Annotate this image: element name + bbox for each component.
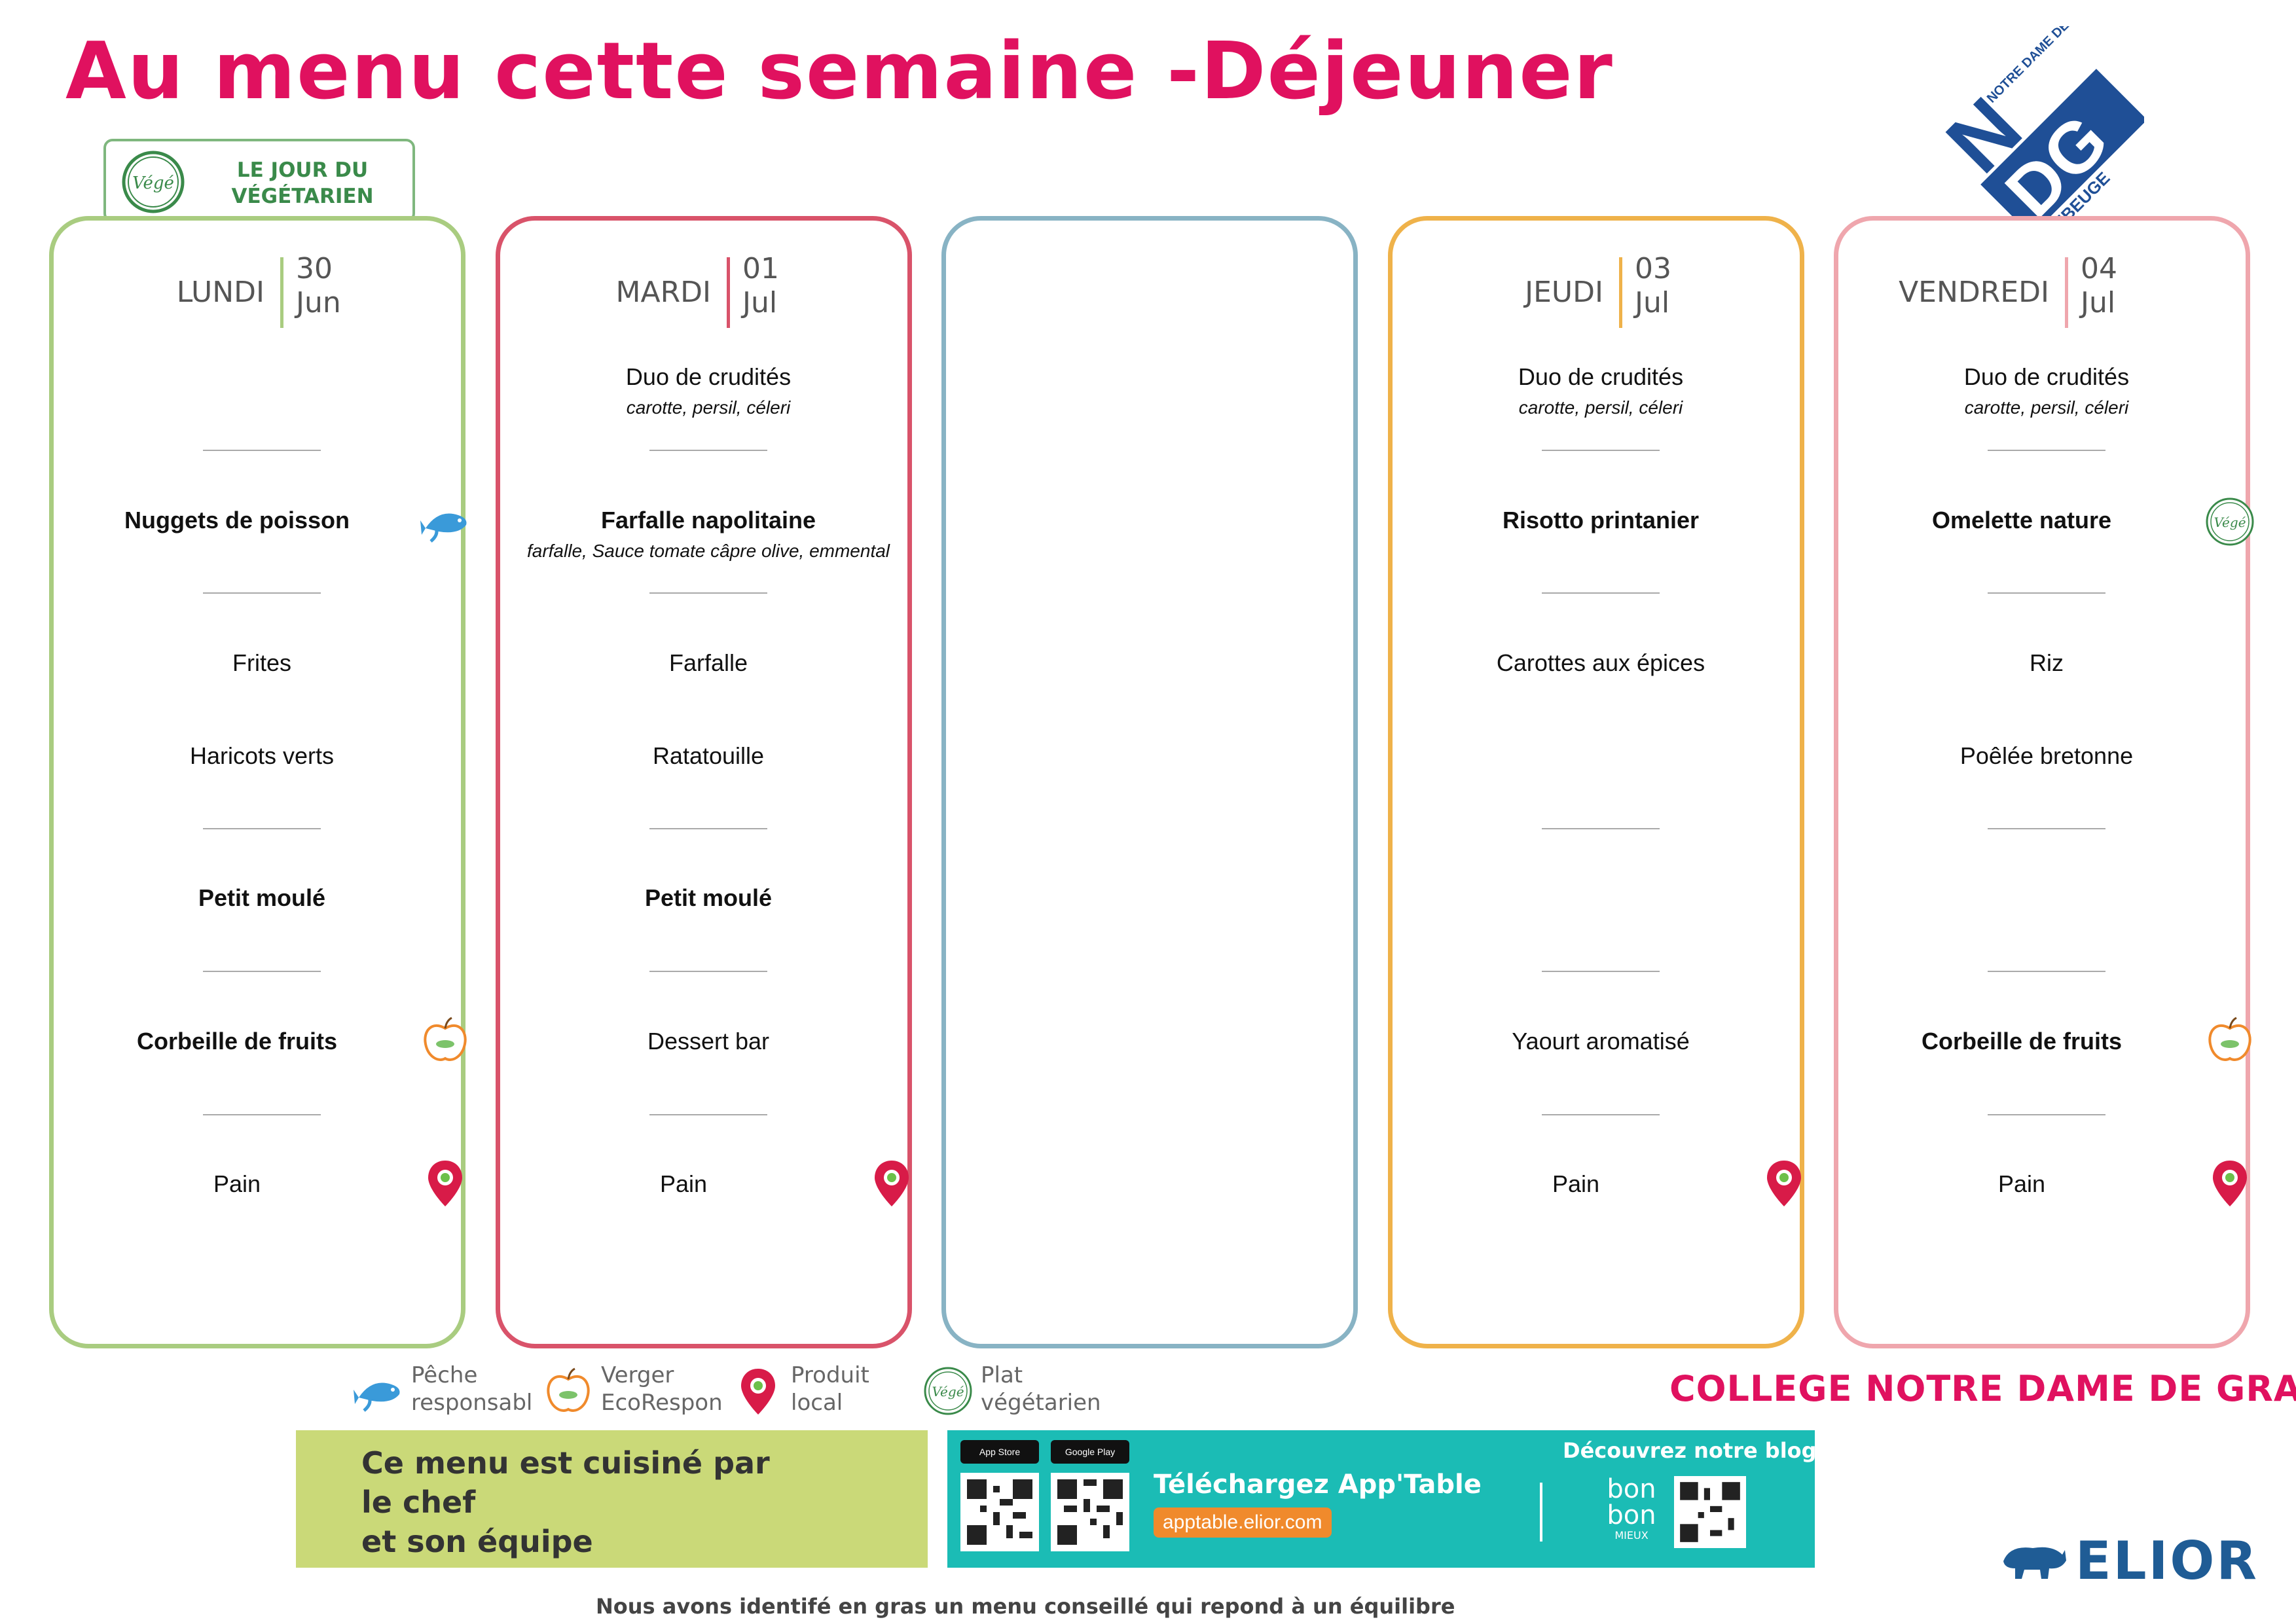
qr-code-icon bbox=[1674, 1476, 1746, 1548]
vege-banner-line1: LE JOUR DU bbox=[236, 158, 369, 182]
page-title: Au menu cette semaine -Déjeuner bbox=[65, 26, 1614, 117]
vege-badge-text: Végé bbox=[132, 173, 174, 193]
vege-banner-line2: VÉGÉTARIEN bbox=[231, 185, 374, 208]
day-number: 04 bbox=[2081, 252, 2117, 285]
app-url-link[interactable]: apptable.elior.com bbox=[1154, 1507, 1332, 1538]
day-name: MARDI bbox=[615, 276, 712, 309]
bonbon-logo: bon bon MIEUX bbox=[1607, 1474, 1656, 1542]
chef-line3: et son équipe bbox=[361, 1524, 593, 1559]
day-number: 30 bbox=[296, 252, 333, 285]
vegetarian-day-banner: Végé LE JOUR DU VÉGÉTARIEN bbox=[103, 139, 415, 223]
apple-icon bbox=[2208, 1017, 2251, 1061]
side-dish-1: Riz bbox=[2030, 649, 2064, 676]
main-dish: Risotto printanier bbox=[1502, 507, 1699, 533]
day-name: VENDREDI bbox=[1899, 276, 2049, 309]
apple-icon bbox=[547, 1367, 590, 1412]
bread: Pain bbox=[659, 1170, 708, 1197]
app-title: Téléchargez App'Table bbox=[1154, 1470, 1482, 1500]
day-month: Jul bbox=[1635, 286, 1670, 319]
side-dish-1: Carottes aux épices bbox=[1496, 649, 1705, 676]
fish-icon bbox=[354, 1382, 400, 1412]
day-month: Jul bbox=[742, 286, 778, 319]
day-number: 01 bbox=[742, 252, 779, 285]
dessert: Dessert bar bbox=[647, 1028, 770, 1055]
chef-line2: le chef bbox=[361, 1485, 476, 1520]
legend-label: végétarien bbox=[981, 1390, 1101, 1416]
local-pin-icon bbox=[741, 1369, 775, 1415]
bread: Pain bbox=[1997, 1170, 2046, 1197]
day-number: 03 bbox=[1635, 252, 1671, 285]
dairy: Petit moulé bbox=[198, 884, 326, 911]
starter-detail: carotte, persil, céleri bbox=[1518, 397, 1683, 418]
apple-icon bbox=[424, 1017, 467, 1061]
bread: Pain bbox=[1552, 1170, 1600, 1197]
legend-label: EcoRespon bbox=[601, 1390, 723, 1416]
main-dish: Omelette nature bbox=[1931, 507, 2112, 533]
dessert: Corbeille de fruits bbox=[1921, 1028, 2123, 1055]
legend-label: Pêche bbox=[411, 1362, 478, 1388]
dessert: Corbeille de fruits bbox=[136, 1028, 338, 1055]
side-dish-1: Farfalle bbox=[668, 649, 748, 676]
local-pin-icon bbox=[428, 1161, 462, 1206]
legend-label: Verger bbox=[601, 1362, 674, 1388]
bull-icon bbox=[2003, 1547, 2066, 1579]
main-dish: Nuggets de poisson bbox=[124, 507, 350, 533]
app-promo: App Store Google Play Téléchargez App'Ta… bbox=[947, 1430, 1817, 1568]
vege-badge-text: Végé bbox=[2214, 514, 2246, 530]
qr-code-icon bbox=[1051, 1473, 1129, 1551]
fish-icon bbox=[420, 513, 467, 543]
side-dish-2: Haricots verts bbox=[189, 742, 335, 769]
legend-label: Plat bbox=[981, 1362, 1023, 1388]
chef-line1: Ce menu est cuisiné par bbox=[361, 1445, 770, 1481]
day-month: Jun bbox=[296, 286, 341, 319]
side-dish-2: Ratatouille bbox=[652, 742, 765, 769]
google-play-button[interactable]: Google Play bbox=[1051, 1440, 1129, 1464]
vege-icon: Végé bbox=[2206, 497, 2254, 546]
school-logo: N DG NOTRE DAME DE GRACE MAUBEUGE bbox=[1928, 26, 2144, 223]
vege-icon: Végé bbox=[924, 1367, 972, 1415]
day-column-wednesday bbox=[941, 216, 1358, 1348]
starter-detail: carotte, persil, céleri bbox=[1964, 397, 2129, 418]
starter-detail: carotte, persil, céleri bbox=[626, 397, 791, 418]
dessert: Yaourt aromatisé bbox=[1512, 1028, 1690, 1055]
side-dish-2: Poêlée bretonne bbox=[1959, 742, 2134, 769]
local-pin-icon bbox=[875, 1161, 909, 1206]
legend-label: Produit bbox=[791, 1362, 869, 1388]
local-pin-icon bbox=[2213, 1161, 2247, 1206]
legend-label: responsabl bbox=[411, 1390, 533, 1416]
app-store-button[interactable]: App Store bbox=[960, 1440, 1039, 1464]
day-name: LUNDI bbox=[176, 276, 264, 309]
qr-code-icon bbox=[960, 1473, 1039, 1551]
vege-icon: Végé bbox=[122, 151, 185, 213]
day-month: Jul bbox=[2081, 286, 2116, 319]
local-pin-icon bbox=[1767, 1161, 1801, 1206]
bread: Pain bbox=[213, 1170, 261, 1197]
main-dish-detail: farfalle, Sauce tomate câpre olive, emme… bbox=[526, 541, 890, 561]
day-column-monday: LUNDI 30 Jun Nuggets de poisson Frites H… bbox=[49, 216, 467, 1348]
side-dish-1: Frites bbox=[232, 649, 291, 676]
vege-badge-text: Végé bbox=[932, 1384, 964, 1399]
legend-label: local bbox=[791, 1390, 843, 1416]
chef-box: Ce menu est cuisiné par le chef et son é… bbox=[296, 1430, 928, 1568]
dairy: Petit moulé bbox=[644, 884, 773, 911]
elior-wordmark: ELIOR bbox=[2075, 1530, 2259, 1591]
college-name: COLLEGE NOTRE DAME DE GRACE bbox=[1669, 1368, 2296, 1409]
footnote: Nous avons identifé en gras un menu cons… bbox=[596, 1594, 1455, 1619]
blog-title: Découvrez notre blog bbox=[1563, 1438, 1817, 1463]
day-name: JEUDI bbox=[1525, 276, 1603, 309]
